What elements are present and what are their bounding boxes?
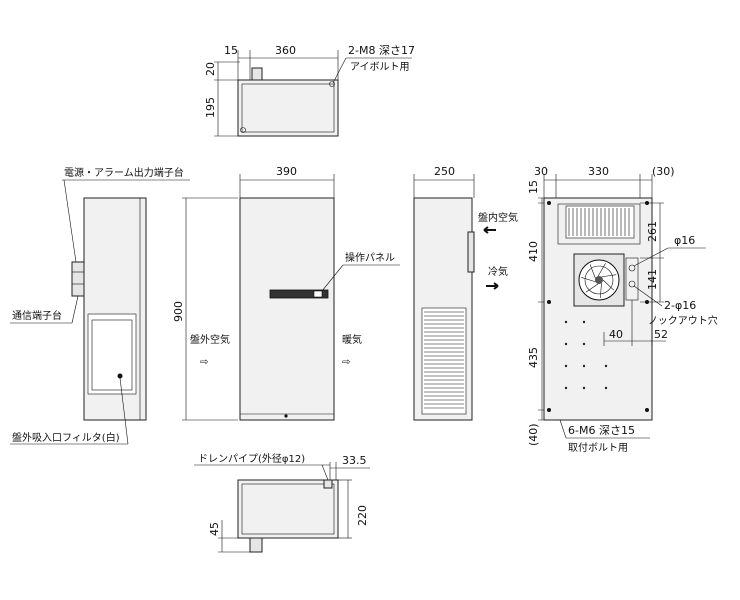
fan-blade: [600, 283, 602, 298]
label-outside-air: 盤外空気: [190, 333, 230, 346]
back-dim-15: 15: [527, 180, 540, 194]
mount-bolt: [645, 408, 649, 412]
right-dim-250: 250: [434, 165, 455, 178]
label-mount-bolt-sub: 取付ボルト用: [568, 441, 628, 454]
knockout-hole-1: [628, 264, 636, 272]
top-eyebolt-tab: [251, 67, 263, 81]
bottom-view: ドレンパイプ(外径φ12) 33.5 220 45: [194, 452, 370, 553]
panel-rivet: [604, 386, 608, 390]
mount-bolt: [547, 201, 551, 205]
left-side-view: 電源・アラーム出力端子台 通信端子台 盤外吸入口フィルタ(白): [10, 166, 190, 445]
front-view: 390 900 操作パネル 盤外空気 ⇨ 暖気 ⇨: [172, 165, 400, 421]
panel-rivet: [564, 386, 568, 390]
back-dim-52: 52: [654, 328, 668, 341]
label-filter: 盤外吸入口フィルタ(白): [12, 431, 120, 444]
bottom-dim-220: 220: [356, 505, 369, 526]
fan-blade: [585, 283, 599, 293]
panel-rivet: [564, 364, 568, 368]
arrow-outside-air: ⇨: [200, 357, 208, 368]
back-dim-435: 435: [527, 347, 540, 368]
mount-bolt: [547, 300, 551, 304]
fan-blade: [601, 274, 617, 278]
panel-rivet: [582, 342, 586, 346]
panel-rivet: [564, 320, 568, 324]
back-dim-30: 30: [534, 165, 548, 178]
drain-pipe: [323, 479, 333, 489]
front-view-body: [239, 197, 335, 421]
label-operation-panel: 操作パネル: [345, 251, 395, 264]
top-dim-195: 195: [204, 97, 217, 118]
fan-blade: [589, 264, 596, 279]
back-dim-40-paren: (40): [527, 423, 540, 446]
label-knockout: 2-φ16: [664, 299, 696, 312]
back-dim-261: 261: [646, 221, 659, 242]
back-view: 30 330 (30) 15 410 435 (40) 261 141: [527, 165, 718, 454]
mount-bolt: [645, 201, 649, 205]
inlet-filter: [87, 313, 137, 395]
panel-rivet: [564, 342, 568, 346]
knockout-hole-2: [628, 280, 636, 288]
terminal-block: [71, 261, 85, 297]
front-dim-390: 390: [276, 165, 297, 178]
inside-air-arrow: [483, 226, 496, 234]
bolt-note-sub: アイボルト用: [350, 61, 410, 73]
label-phi16: φ16: [674, 234, 695, 247]
bolt-note: 2-M8 深さ17: [348, 44, 415, 57]
back-upper-grill: [565, 205, 635, 239]
panel-rivet: [582, 386, 586, 390]
label-comm-terminal: 通信端子台: [12, 309, 62, 322]
panel-rivet: [604, 364, 608, 368]
back-dim-410: 410: [527, 241, 540, 262]
back-dim-330: 330: [588, 165, 609, 178]
bottom-dim-33-5: 33.5: [342, 454, 367, 467]
label-drain-pipe: ドレンパイプ(外径φ12): [198, 452, 305, 465]
label-knockout-sub: ノックアウト穴: [648, 314, 718, 327]
fan-blade: [597, 263, 606, 277]
back-dim-40: 40: [609, 328, 623, 341]
cool-air-arrow: [486, 282, 499, 290]
back-dim-30-paren: (30): [652, 165, 675, 178]
fan-blade: [581, 277, 596, 283]
back-dim-141: 141: [646, 269, 659, 290]
mount-bolt: [547, 408, 551, 412]
top-dim-20: 20: [204, 62, 217, 76]
operation-panel: [269, 289, 329, 299]
arrow-warm-air: ⇨: [342, 357, 350, 368]
label-inside-air: 盤内空気: [478, 211, 518, 224]
filter-knob: [117, 373, 123, 379]
bottom-dim-45: 45: [208, 522, 221, 536]
fan-blade: [602, 279, 615, 291]
right-louver: [421, 307, 467, 415]
label-mount-bolt: 6-M6 深さ15: [568, 424, 635, 437]
top-view: 15 360 20 195 2-M8 深さ17 アイボルト用: [204, 44, 415, 137]
top-view-body: [237, 79, 339, 137]
front-dim-900: 900: [172, 301, 185, 322]
right-side-bracket: [467, 231, 475, 273]
fan-hub: [595, 276, 603, 284]
mount-bolt: [645, 300, 649, 304]
right-side-view: 250 盤内空気 冷気: [413, 165, 518, 421]
top-dim-360: 360: [275, 44, 296, 57]
bottom-bracket: [249, 537, 263, 553]
panel-rivet: [582, 320, 586, 324]
label-warm-air: 暖気: [342, 333, 362, 346]
label-cool-air: 冷気: [488, 265, 508, 278]
panel-rivet: [582, 364, 586, 368]
label-power-terminal: 電源・アラーム出力端子台: [64, 166, 184, 179]
top-dim-15: 15: [224, 44, 238, 57]
bottom-view-body: [237, 479, 339, 539]
